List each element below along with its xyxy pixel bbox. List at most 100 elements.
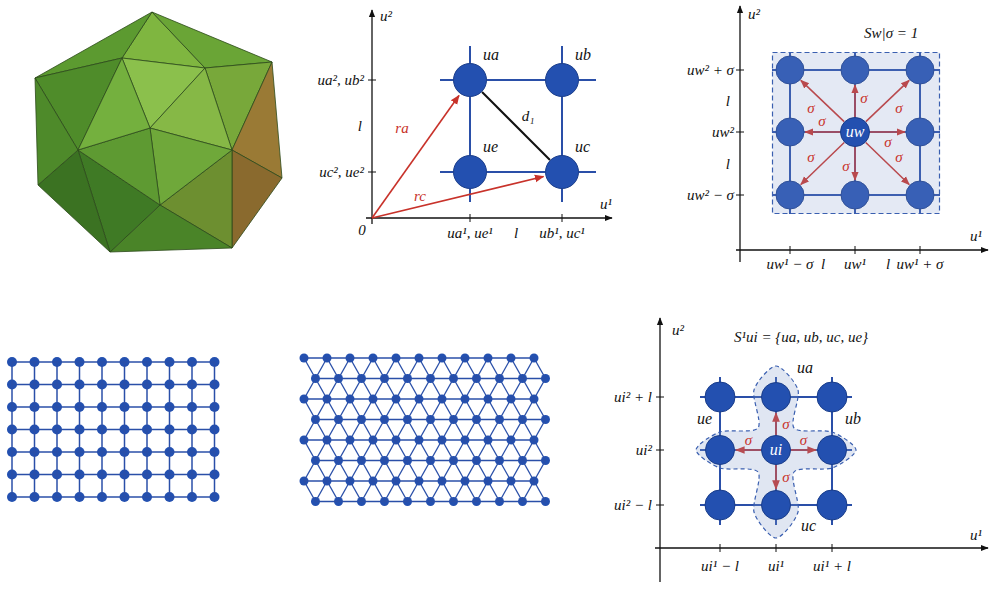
lattice-bond — [487, 171, 545, 173]
lattice-bond — [350, 440, 362, 461]
axis-label: ui² + l — [614, 390, 652, 405]
lattice-bond — [419, 481, 431, 502]
node-outline — [545, 63, 579, 97]
vector-label: ra — [395, 121, 408, 136]
site-disc — [546, 64, 579, 97]
site-label: ua — [483, 47, 499, 63]
lattice-bond — [373, 481, 385, 502]
lattice-bond — [362, 440, 374, 461]
site-label: uc — [801, 518, 816, 534]
site-disc — [762, 436, 791, 465]
lattice-bond — [523, 440, 535, 461]
grid-line — [561, 46, 563, 63]
lattice-bond — [396, 399, 408, 420]
lattice-bond — [350, 358, 362, 379]
lattice-bond — [488, 420, 500, 441]
site-label: ub — [575, 47, 591, 63]
lattice-bond — [454, 399, 466, 420]
lattice-bond — [12, 474, 215, 476]
lattice-bond — [500, 399, 512, 420]
lattice-bond — [500, 379, 512, 400]
lattice-bond — [339, 461, 351, 482]
tick — [562, 214, 563, 222]
lattice-bond — [511, 461, 523, 482]
node-outline — [705, 435, 735, 465]
lattice-bond — [12, 496, 215, 498]
lattice-bond — [385, 481, 397, 502]
lattice-bond — [304, 399, 316, 420]
lattice-bond — [465, 481, 477, 502]
lattice-bond — [12, 384, 215, 386]
edge-label: σ — [782, 417, 789, 432]
tick — [470, 214, 471, 222]
lattice-bond — [316, 358, 328, 379]
region-label: S¹ui = {ua, ub, uc, ue} — [734, 330, 868, 345]
lattice-bond — [523, 420, 535, 441]
lattice-bond — [465, 358, 477, 379]
site-label: ua — [797, 360, 813, 376]
lattice-bond — [362, 481, 374, 502]
lattice-bond — [339, 399, 351, 420]
lattice-bond — [327, 358, 339, 379]
lattice-bond — [304, 420, 316, 441]
lattice-bond — [214, 362, 216, 497]
lattice-bond — [534, 379, 546, 400]
lattice-bond — [396, 420, 408, 441]
axis-label: u¹ — [600, 197, 612, 212]
lattice-bond — [442, 379, 454, 400]
lattice-bond — [396, 461, 408, 482]
tick — [368, 172, 376, 173]
vector-label: σ — [807, 101, 814, 116]
axis-label: ua², ub² — [318, 73, 365, 88]
lattice-bond — [362, 420, 374, 441]
lattice-bond — [511, 399, 523, 420]
lattice-bond — [488, 440, 500, 461]
axis-label: l — [514, 226, 518, 241]
lattice-bond — [442, 358, 454, 379]
axis-label: u² — [748, 7, 760, 22]
axis-label: l — [821, 257, 825, 272]
axis — [371, 10, 372, 224]
lattice-bond — [500, 358, 512, 379]
lattice-site — [817, 490, 847, 520]
axis-label: ui¹ + l — [813, 559, 851, 574]
vector-label: σ — [818, 114, 825, 129]
lattice-bond — [339, 358, 351, 379]
polyhedron-face — [35, 78, 78, 185]
site-circle: ua — [761, 382, 791, 412]
lattice-bond — [534, 440, 546, 461]
lattice-bond — [419, 399, 431, 420]
axis — [655, 547, 988, 548]
lattice-bond — [101, 362, 103, 497]
lattice-bond — [465, 420, 477, 441]
axis-label: uw² — [712, 125, 734, 140]
site-circle: uc — [761, 490, 791, 520]
lattice-bond — [396, 358, 408, 379]
site-disc — [454, 156, 487, 189]
axis-label: uw¹ — [844, 257, 866, 272]
lattice-bond — [304, 379, 316, 400]
lattice-bond — [408, 440, 420, 461]
lattice-bond — [465, 379, 477, 400]
lattice-bond — [12, 451, 215, 453]
node-outline — [817, 435, 847, 465]
center-site: ui — [761, 435, 791, 465]
vector-label: σ — [895, 101, 902, 116]
site-label: ub — [845, 411, 861, 427]
lattice-bond — [385, 461, 397, 482]
lattice-bond — [442, 481, 454, 502]
axis-label: uw² + σ — [687, 63, 734, 78]
axis-label: l — [358, 119, 362, 134]
grid-line — [561, 189, 563, 202]
tick — [920, 246, 921, 254]
vector-label: rc — [414, 189, 426, 204]
lattice-bond — [408, 379, 420, 400]
lattice-bond — [431, 481, 443, 502]
lattice-bond — [304, 358, 316, 379]
lattice-bond — [511, 358, 523, 379]
lattice-bond — [442, 440, 454, 461]
lattice-bond — [500, 440, 512, 461]
edge-label: d₁ — [522, 109, 535, 124]
tick — [720, 544, 721, 552]
lattice-site — [817, 382, 847, 412]
